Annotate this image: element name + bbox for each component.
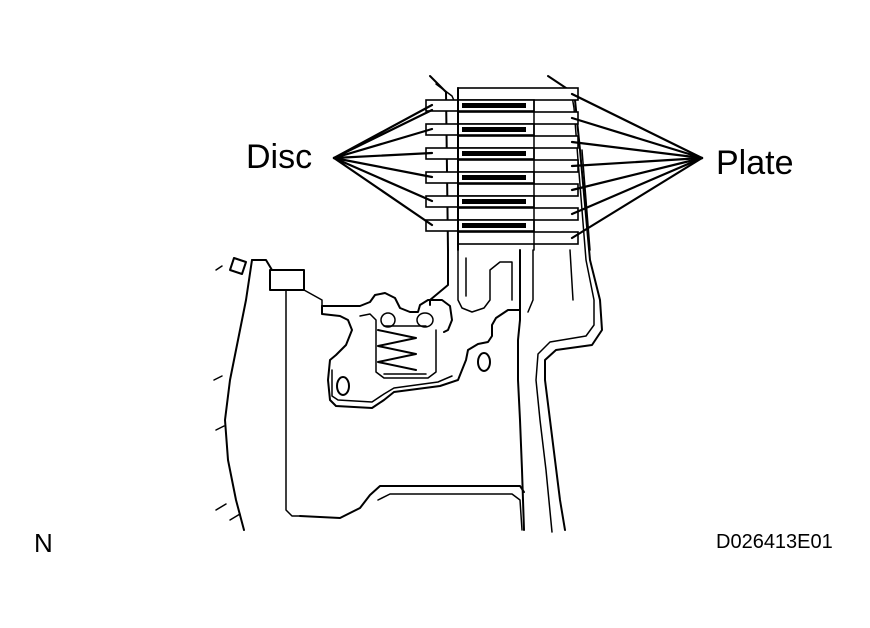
piston-assembly	[321, 292, 521, 409]
plate-leader	[570, 156, 704, 192]
plate-leader	[570, 156, 704, 216]
return-spring	[377, 312, 434, 375]
plate-leader	[570, 92, 704, 160]
disc-leader-lines	[332, 103, 434, 227]
disc-leader	[332, 151, 434, 160]
figure-code: D026413E01	[716, 531, 833, 553]
disc-leader	[332, 156, 434, 203]
clutch-plate	[457, 87, 579, 101]
clutch-disc	[425, 171, 535, 184]
disc-leader	[332, 156, 434, 227]
clutch-plate	[457, 207, 579, 221]
disc-leader	[332, 127, 434, 160]
clutch-plate	[457, 183, 579, 197]
snap-ring	[269, 269, 323, 307]
clutch-disc	[425, 123, 535, 136]
orientation-mark: N	[34, 528, 53, 558]
disc-leader	[332, 108, 434, 160]
clutch-plate-disc-stack	[425, 87, 579, 251]
o-ring-right	[477, 352, 491, 372]
plate-leader	[570, 116, 704, 160]
o-ring-left	[336, 376, 350, 396]
clutch-disc	[425, 219, 535, 232]
clutch-plate	[457, 231, 579, 245]
plate-leader-lines	[570, 92, 704, 240]
plate-leader	[570, 156, 704, 168]
clutch-disc	[425, 147, 535, 160]
plate-leader	[570, 156, 704, 240]
plate-label: Plate	[716, 144, 794, 182]
clutch-disc	[425, 195, 535, 208]
disc-label: Disc	[246, 138, 312, 176]
disc-leader	[332, 156, 434, 179]
clutch-plate	[457, 159, 579, 173]
clutch-disc	[425, 99, 535, 112]
clutch-plate	[457, 135, 579, 149]
plate-leader	[570, 140, 704, 160]
clutch-plate	[457, 111, 579, 125]
input-shaft	[213, 257, 525, 531]
